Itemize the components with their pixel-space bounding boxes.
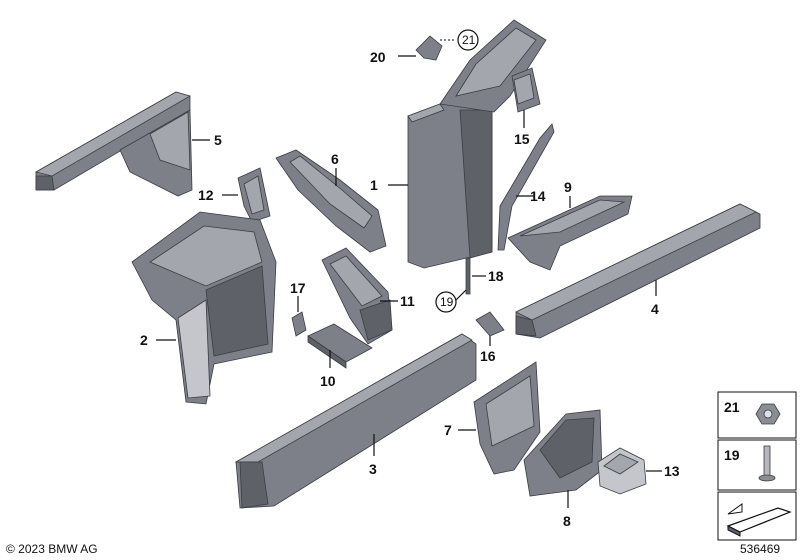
rivet-icon xyxy=(758,445,776,482)
part-14-strip[interactable] xyxy=(497,123,555,251)
callout-19: 19 xyxy=(440,295,454,309)
callout-19-ring xyxy=(435,291,457,313)
part-9-cross-member[interactable] xyxy=(507,195,633,271)
diagram-number: 536469 xyxy=(740,542,781,556)
part-10-plate[interactable] xyxy=(307,323,373,369)
legend-label-21: 21 xyxy=(724,399,740,415)
direction-arrow-icon xyxy=(726,503,792,537)
callout-20: 20 xyxy=(370,49,386,65)
callout-17: 17 xyxy=(290,280,306,296)
part-8-bracket[interactable] xyxy=(523,409,603,497)
part-upper-member[interactable] xyxy=(439,19,547,113)
part-11-support[interactable] xyxy=(321,247,393,345)
callout-14: 14 xyxy=(530,188,546,204)
legend-box-19 xyxy=(717,439,797,491)
part-1-panel[interactable] xyxy=(407,103,493,269)
callout-4: 4 xyxy=(651,301,659,317)
callout-1: 1 xyxy=(370,177,378,193)
part-20-bracket[interactable] xyxy=(415,35,443,61)
callout-8: 8 xyxy=(563,513,571,529)
callout-7: 7 xyxy=(444,422,452,438)
part-16-tab[interactable] xyxy=(475,311,505,337)
part-3-rail[interactable] xyxy=(234,333,477,509)
part-6-strut-arm[interactable] xyxy=(275,149,387,253)
copyright-text: © 2023 BMW AG xyxy=(6,542,98,556)
part-4-rail[interactable] xyxy=(515,203,761,339)
callout-12: 12 xyxy=(198,187,214,203)
callout-16: 16 xyxy=(480,348,496,364)
callout-13: 13 xyxy=(664,463,680,479)
part-7-panel[interactable] xyxy=(473,361,541,475)
legend-label-19: 19 xyxy=(724,447,740,463)
callout-10: 10 xyxy=(320,373,336,389)
callout-11: 11 xyxy=(400,293,415,309)
part-12-bracket[interactable] xyxy=(237,167,271,223)
callout-18: 18 xyxy=(488,268,504,284)
part-15-mount[interactable] xyxy=(511,67,541,113)
callout-6: 6 xyxy=(331,151,339,167)
callout-3: 3 xyxy=(369,461,377,477)
part-18-rod[interactable] xyxy=(465,257,471,295)
legend-panel: 21 19 xyxy=(717,391,797,541)
callout-2: 2 xyxy=(140,332,148,348)
part-17-clip[interactable] xyxy=(291,311,307,337)
callout-15: 15 xyxy=(514,131,530,147)
callout-9: 9 xyxy=(564,179,572,195)
part-5-frame-rail[interactable] xyxy=(34,91,193,197)
callout-21-ring xyxy=(457,29,479,51)
callout-5: 5 xyxy=(214,132,222,148)
part-2-wheel-house[interactable] xyxy=(131,211,277,405)
callout-21: 21 xyxy=(462,33,476,47)
part-13-cap[interactable] xyxy=(597,447,647,495)
leader-19 xyxy=(455,289,467,301)
nut-icon xyxy=(755,403,781,425)
